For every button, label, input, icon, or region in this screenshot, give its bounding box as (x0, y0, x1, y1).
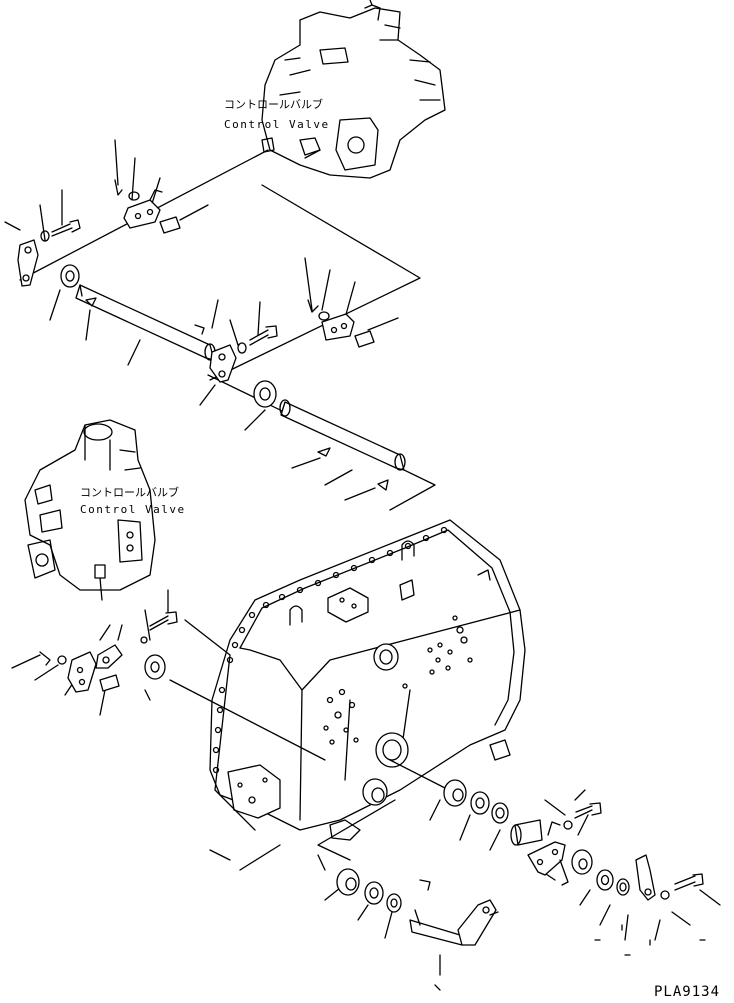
assembly-lines-upper (4, 139, 436, 511)
left-control-valve (24, 419, 156, 601)
upper-valve-label-en: Control Valve (224, 118, 330, 131)
lower-bottom-parts (336, 868, 499, 991)
frame-marks (594, 939, 631, 956)
upper-control-valve (261, 0, 446, 179)
lower-right-parts (443, 779, 706, 946)
assembly-lines-lower (169, 619, 721, 976)
left-valve-label-en: Control Valve (80, 503, 186, 516)
left-lower-parts (11, 589, 178, 716)
upper-valve-label-jp: コントロールバルブ (224, 98, 323, 111)
drawing-code: PLA9134 (654, 984, 721, 1000)
left-valve-label-jp: コントロールバルブ (80, 486, 179, 499)
upper-small-parts (17, 179, 406, 491)
